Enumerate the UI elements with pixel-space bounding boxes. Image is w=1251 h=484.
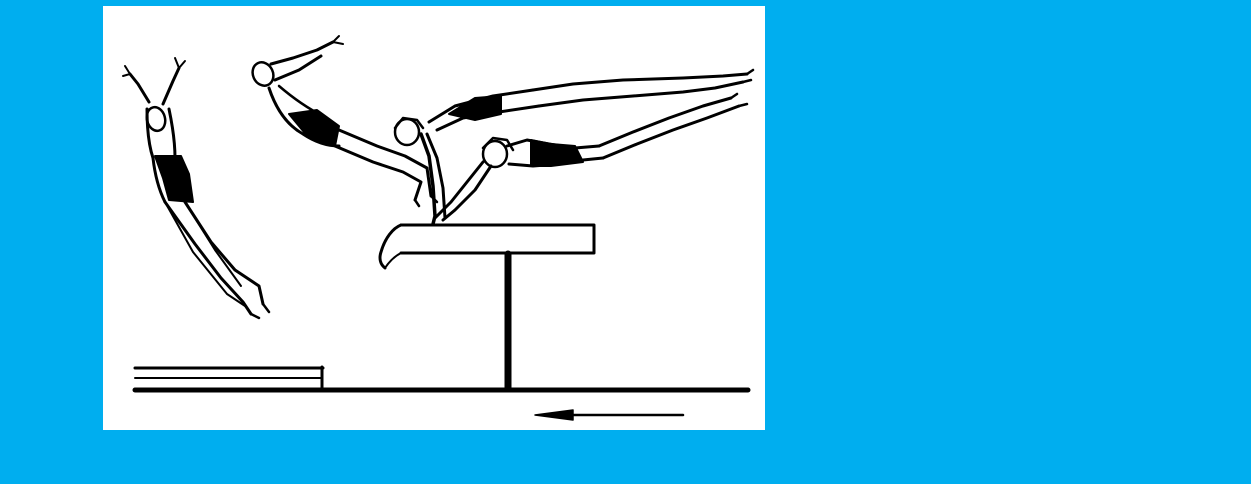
vaulting-horse	[380, 225, 594, 388]
direction-arrow	[535, 410, 683, 420]
vault-illustration	[103, 6, 765, 430]
springboard	[135, 367, 323, 390]
vault-drawing	[103, 6, 765, 430]
gymnast-flight-arched	[249, 36, 437, 206]
gymnast-landing-descent	[123, 58, 269, 318]
